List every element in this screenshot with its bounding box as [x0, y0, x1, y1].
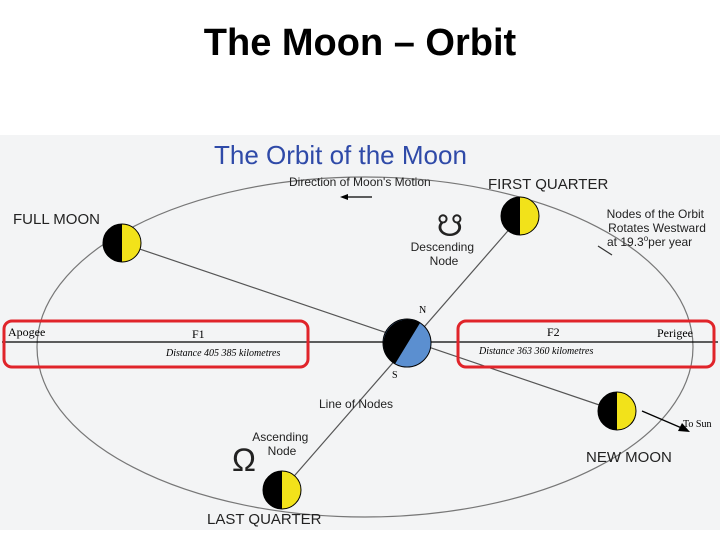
motion-arrowhead	[340, 194, 348, 200]
focus-f1-label: F1	[192, 327, 205, 341]
earth-north-label: N	[419, 305, 426, 316]
perigee-label: Perigee	[657, 326, 693, 340]
ascending-node-label: Ascending Node	[252, 430, 311, 458]
nodes-note-line1: Nodes of the Orbit	[607, 207, 705, 221]
descending-node-line1: Descending	[411, 240, 474, 254]
orbit-diagram-panel: N S The Orbit of the Moon Direction of M…	[0, 135, 720, 530]
nodes-note-line2: Rotates Westward	[608, 221, 706, 235]
moon-first-quarter	[500, 196, 540, 236]
distance-perigee-label: Distance 363 360 kilometres	[478, 346, 593, 357]
degree-symbol: o	[644, 234, 649, 243]
perigee-highlight-box	[456, 319, 716, 369]
descending-node-symbol-icon: ☋	[437, 210, 464, 243]
nodes-note-line3-prefix: at 19.3	[607, 235, 644, 249]
ascending-node-symbol-icon: Ω	[232, 442, 256, 478]
nodes-rotation-arrow	[597, 245, 613, 256]
descending-node-line2: Node	[430, 254, 459, 268]
full-moon-label: FULL MOON	[13, 211, 100, 228]
moon-last-quarter	[262, 470, 302, 510]
last-quarter-label: LAST QUARTER	[207, 511, 322, 528]
nodes-note: Nodes of the Orbit Rotates Westward	[607, 207, 708, 235]
nodes-note-line3-suffix: per year	[648, 235, 692, 249]
distance-apogee-label: Distance 405 385 kilometres	[165, 348, 280, 359]
ascending-node-line1: Ascending	[252, 430, 308, 444]
line-of-nodes-label: Line of Nodes	[319, 397, 393, 411]
slide-title: The Moon – Orbit	[203, 22, 517, 64]
earth	[382, 318, 432, 368]
earth-south-label: S	[392, 370, 398, 381]
to-sun-arrow	[641, 410, 685, 430]
orbit-ellipse	[36, 176, 694, 518]
diagram-title: The Orbit of the Moon	[214, 140, 467, 170]
orbit-diagram: N S The Orbit of the Moon Direction of M…	[2, 140, 718, 528]
apogee-label: Apogee	[8, 325, 45, 339]
new-moon-label: NEW MOON	[586, 449, 672, 466]
first-quarter-label: FIRST QUARTER	[488, 176, 608, 193]
to-sun-arrowhead	[678, 423, 690, 432]
nodes-note-line3: at 19.3oper year	[607, 234, 692, 249]
direction-label: Direction of Moon's Motion	[289, 175, 431, 189]
ascending-node-line2: Node	[268, 444, 297, 458]
syzygy-line	[121, 242, 618, 412]
apogee-highlight-box	[2, 319, 310, 369]
to-sun-label: To Sun	[683, 419, 711, 430]
moon-new	[597, 391, 637, 431]
moon-full	[102, 223, 142, 263]
descending-node-label: Descending Node	[411, 240, 478, 268]
focus-f2-label: F2	[547, 325, 560, 339]
